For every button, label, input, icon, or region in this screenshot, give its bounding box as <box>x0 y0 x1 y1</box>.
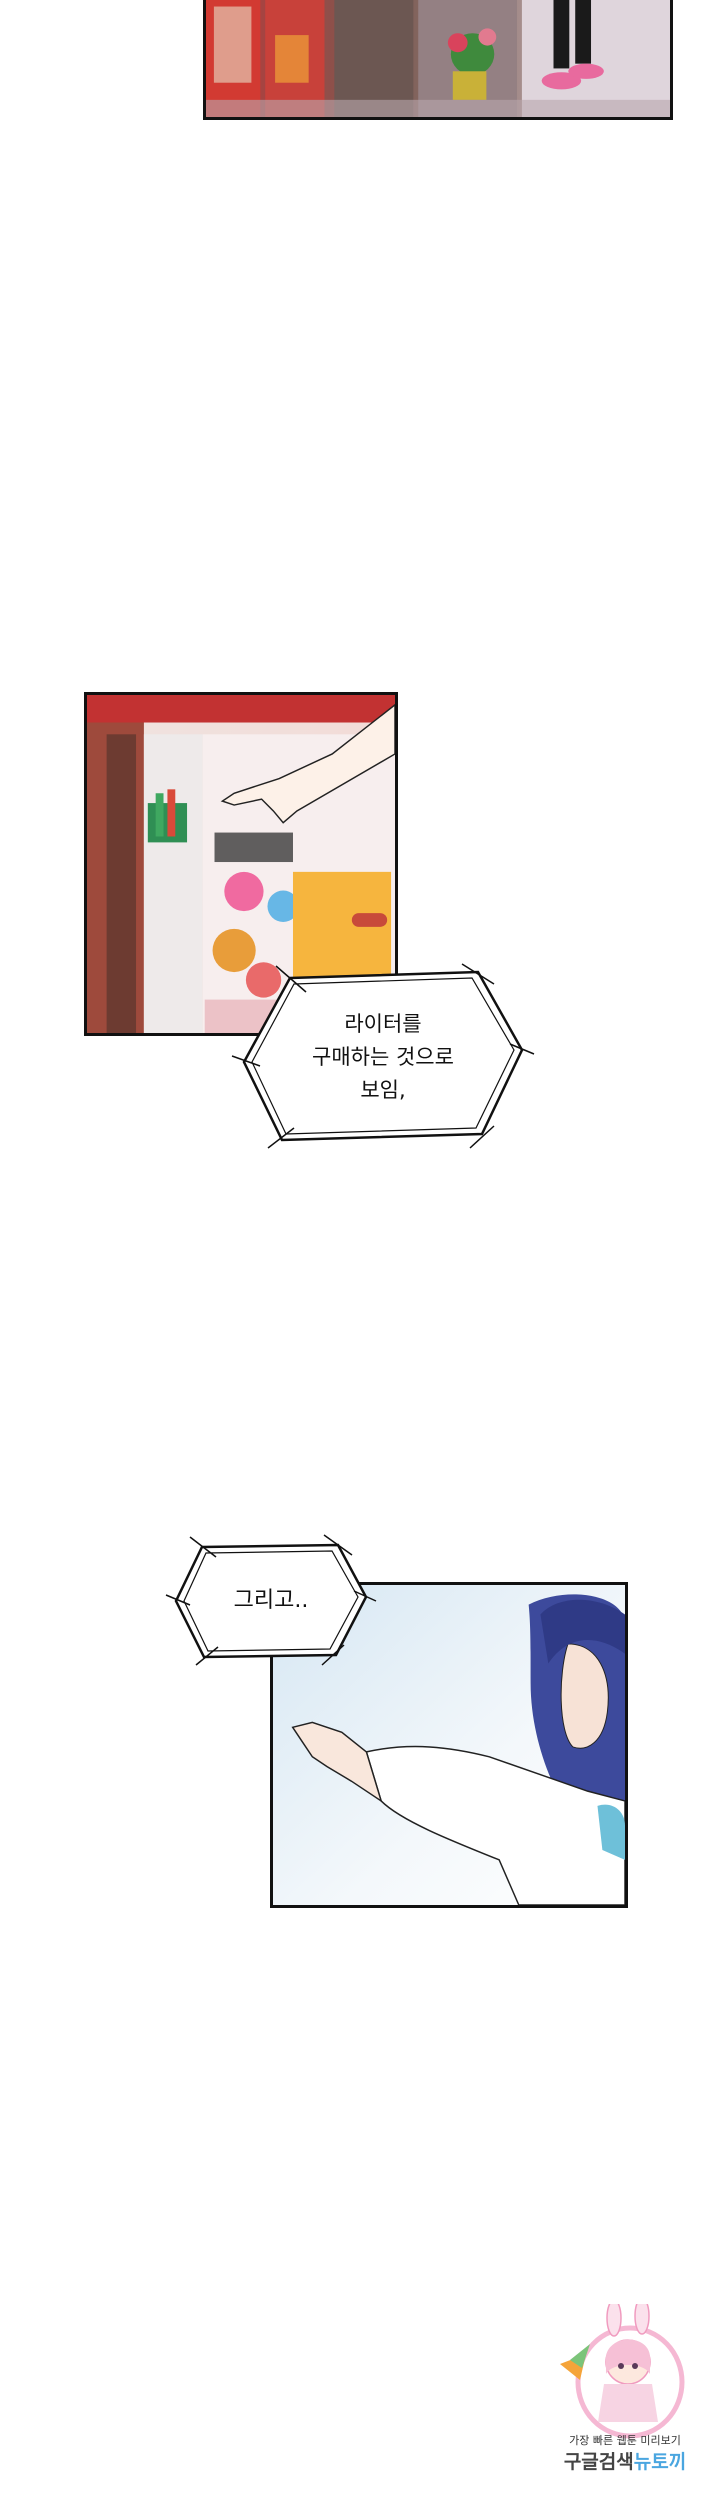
watermark-tagline: 가장 빠른 웹툰 미리보기 <box>569 2434 681 2447</box>
watermark-brand-name: 뉴토끼 <box>633 2451 687 2473</box>
watermark: 가장 빠른 웹툰 미리보기 구글검색뉴토끼 <box>540 2304 710 2494</box>
speech-bubble-and-then: 그리고.. <box>165 1534 377 1666</box>
speech-bubble-lighter: 라이터를 구매하는 것으로 보임, <box>231 962 535 1152</box>
store-entrance-illustration <box>206 0 670 117</box>
comic-panel-store-entrance <box>203 0 673 120</box>
hand-reaching-fridge-illustration <box>87 695 395 1033</box>
hexagon-bubble-shape <box>231 963 535 1149</box>
hexagon-bubble-shape <box>165 1534 377 1666</box>
watermark-brand: 구글검색뉴토끼 <box>540 2447 710 2474</box>
watermark-brand-search: 구글검색 <box>563 2451 634 2473</box>
bubble-text: 그리고.. <box>233 1587 309 1613</box>
bubble-text: 라이터를 구매하는 것으로 보임, <box>312 1011 454 1102</box>
bunny-girl-mascot-icon <box>560 2304 685 2439</box>
comic-panel-fridge-hand <box>84 692 398 1036</box>
